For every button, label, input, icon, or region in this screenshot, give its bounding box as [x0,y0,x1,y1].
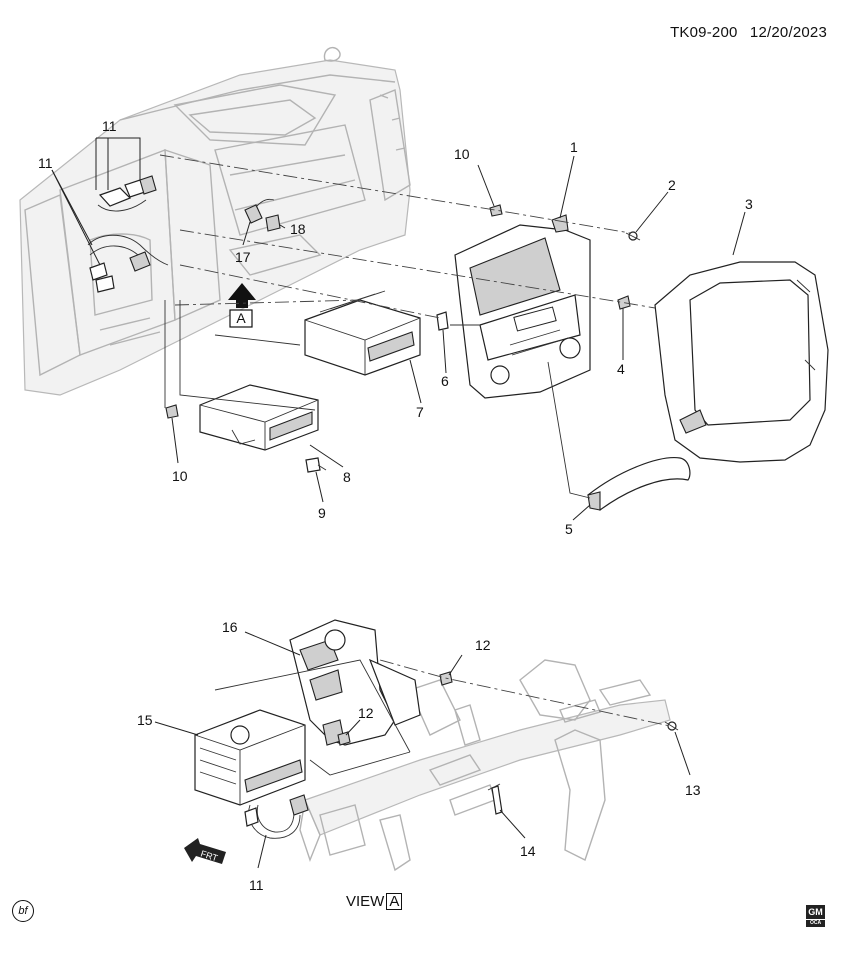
doc-code: TK09-200 [670,24,738,41]
part-8-module [199,384,319,451]
fastener-10-clip-lower [165,404,179,419]
fastener-14-stud [487,783,503,815]
cross-car-beam-ghost [299,659,671,872]
callout-18: 18 [290,221,306,237]
fastener-13-bolt [664,721,679,731]
callout-17: 17 [235,249,251,265]
document-header: TK09-200 12/20/2023 [662,24,827,41]
view-a-marker-letter: A [236,310,246,326]
part-3-trim-plate [654,261,829,463]
part-15-module [194,709,306,806]
part-17-switch [244,198,275,224]
callout-11-left: 11 [38,155,53,171]
front-direction-arrow-icon [184,838,226,864]
part-18-connector [265,214,281,232]
gm-logo-sub: OCA [806,919,825,926]
callout-5: 5 [565,521,573,537]
bf-symbol-text: bf [18,905,28,917]
fastener-10-clip-upper [489,204,503,217]
view-label-letter: A [386,893,403,910]
part-16-bracket [289,619,421,746]
part-5-lower-trim [587,457,691,511]
leader-lines-upper [51,137,746,521]
part-7-radio-receiver [304,290,421,376]
callout-1: 1 [570,139,578,155]
callout-10-bottom: 10 [172,468,188,484]
fastener-2-screw [625,231,641,241]
callout-7: 7 [416,404,424,420]
callout-2: 2 [668,177,676,193]
callout-11-top: 11 [102,118,117,134]
callout-12-upper: 12 [475,637,491,653]
wiring-harness-lower-11 [244,794,309,839]
fastener-6-clip [436,311,449,331]
callout-14: 14 [520,843,536,859]
callout-4: 4 [617,361,625,377]
gm-logo-icon: GM OCA [806,905,825,927]
leader-lines-lower [154,631,691,869]
circled-bf-icon: bf [12,900,34,922]
callout-15: 15 [137,712,153,728]
phantom-lines-lower [214,659,671,776]
callout-13: 13 [685,782,701,798]
gm-logo-text: GM [808,907,823,917]
callout-16: 16 [222,619,238,635]
phantom-lines-upper [159,154,656,499]
callout-9: 9 [318,505,326,521]
callout-12-lower: 12 [358,705,374,721]
callout-3: 3 [745,196,753,212]
fastener-4-clip [617,295,631,310]
callout-10-top: 10 [454,146,470,162]
view-a-arrow-icon [228,283,256,328]
callout-8: 8 [343,469,351,485]
view-label-text: VIEW [346,893,385,910]
doc-date: 12/20/2023 [749,24,827,41]
callout-11-lower: 11 [249,877,264,893]
part-1-radio-control-bezel [454,214,591,399]
callout-6: 6 [441,373,449,389]
fastener-9-screw [305,457,327,473]
fastener-12-nut-lower [337,731,351,746]
